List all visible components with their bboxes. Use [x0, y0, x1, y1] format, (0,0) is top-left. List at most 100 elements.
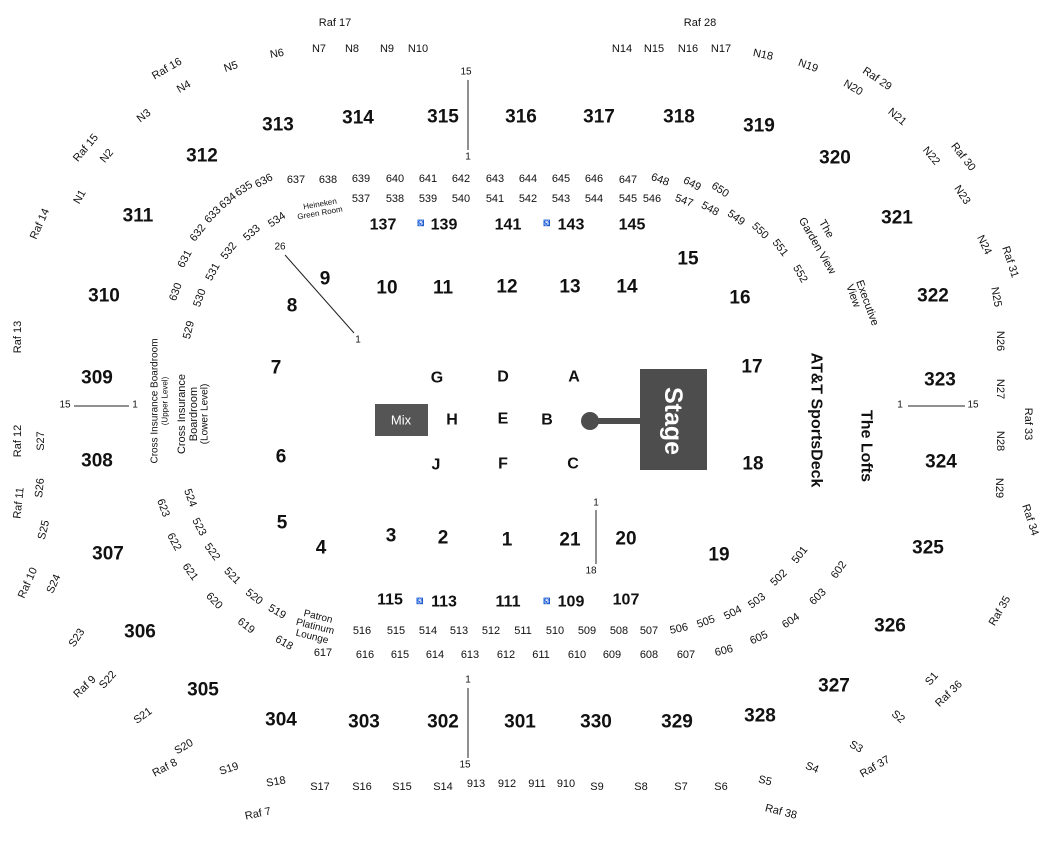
- section-637[interactable]: 637: [287, 174, 305, 186]
- section-107[interactable]: 107: [613, 592, 640, 609]
- floor-section-6[interactable]: 6: [276, 447, 287, 468]
- perimeter-s19[interactable]: S19: [218, 760, 240, 777]
- section-605[interactable]: 605: [748, 629, 770, 647]
- perimeter-raf-9[interactable]: Raf 9: [71, 674, 98, 701]
- section-513[interactable]: 513: [450, 625, 468, 637]
- section-323[interactable]: 323: [924, 370, 956, 391]
- section-546[interactable]: 546: [643, 193, 661, 205]
- section-636[interactable]: 636: [253, 171, 275, 190]
- perimeter-s25[interactable]: S25: [36, 519, 52, 541]
- section-610[interactable]: 610: [568, 649, 586, 661]
- section-548[interactable]: 548: [699, 199, 721, 218]
- section-508[interactable]: 508: [610, 625, 628, 637]
- section-328[interactable]: 328: [744, 706, 776, 727]
- section-507[interactable]: 507: [640, 625, 658, 637]
- section-514[interactable]: 514: [419, 625, 437, 637]
- section-516[interactable]: 516: [353, 625, 371, 637]
- perimeter-raf-36[interactable]: Raf 36: [933, 678, 965, 709]
- section-649[interactable]: 649: [681, 174, 703, 193]
- perimeter-s8[interactable]: S8: [634, 781, 647, 793]
- floor-section-16[interactable]: 16: [729, 288, 750, 309]
- floor-section-18[interactable]: 18: [742, 454, 763, 475]
- floor-section-9[interactable]: 9: [320, 269, 331, 290]
- section-304[interactable]: 304: [265, 710, 297, 731]
- section-530[interactable]: 530: [191, 287, 209, 308]
- section-510[interactable]: 510: [546, 625, 564, 637]
- section-504[interactable]: 504: [722, 603, 744, 622]
- floor-section-11[interactable]: 11: [433, 278, 454, 299]
- perimeter-n4[interactable]: N4: [175, 78, 193, 95]
- section-505[interactable]: 505: [695, 613, 716, 631]
- section-115[interactable]: 115: [377, 592, 403, 609]
- perimeter-s22[interactable]: S22: [97, 669, 119, 692]
- perimeter-n20[interactable]: N20: [841, 78, 864, 98]
- perimeter-n27[interactable]: N27: [994, 379, 1006, 399]
- floor-section-13[interactable]: 13: [559, 277, 580, 298]
- perimeter-s7[interactable]: S7: [674, 781, 687, 793]
- perimeter-n2[interactable]: N2: [98, 147, 116, 165]
- section-533[interactable]: 533: [241, 222, 263, 243]
- section-523[interactable]: 523: [189, 516, 208, 538]
- floor-section-8[interactable]: 8: [287, 296, 298, 317]
- section-616[interactable]: 616: [356, 649, 374, 661]
- perimeter-raf-13[interactable]: Raf 13: [12, 321, 24, 353]
- section-307[interactable]: 307: [92, 544, 124, 565]
- perimeter-913[interactable]: 913: [467, 778, 485, 790]
- section-141[interactable]: 141: [495, 217, 522, 234]
- section-313[interactable]: 313: [262, 115, 294, 136]
- section-327[interactable]: 327: [818, 676, 850, 697]
- section-551[interactable]: 551: [770, 237, 791, 259]
- floor-section-17[interactable]: 17: [741, 357, 762, 378]
- perimeter-n19[interactable]: N19: [796, 57, 819, 75]
- section-538[interactable]: 538: [386, 193, 404, 205]
- section-519[interactable]: 519: [266, 602, 288, 622]
- the-lofts-label[interactable]: The Lofts: [858, 410, 875, 482]
- section-604[interactable]: 604: [780, 611, 802, 631]
- section-532[interactable]: 532: [219, 240, 240, 262]
- perimeter-raf-12[interactable]: Raf 12: [12, 425, 24, 457]
- perimeter-raf-29[interactable]: Raf 29: [860, 65, 894, 93]
- floor-row-h[interactable]: H: [446, 412, 458, 429]
- section-540[interactable]: 540: [452, 193, 470, 205]
- section-330[interactable]: 330: [580, 712, 612, 733]
- floor-section-19[interactable]: 19: [708, 545, 729, 566]
- section-503[interactable]: 503: [746, 591, 768, 611]
- section-644[interactable]: 644: [519, 173, 537, 185]
- section-522[interactable]: 522: [202, 541, 222, 563]
- floor-section-5[interactable]: 5: [277, 513, 288, 534]
- perimeter-raf-14[interactable]: Raf 14: [28, 207, 52, 241]
- perimeter-s3[interactable]: S3: [847, 738, 865, 755]
- floor-row-e[interactable]: E: [498, 411, 509, 428]
- section-550[interactable]: 550: [749, 220, 771, 241]
- perimeter-s17[interactable]: S17: [310, 781, 330, 793]
- section-326[interactable]: 326: [874, 616, 906, 637]
- section-545[interactable]: 545: [619, 193, 637, 205]
- section-317[interactable]: 317: [583, 107, 615, 128]
- perimeter-n6[interactable]: N6: [269, 47, 285, 61]
- section-614[interactable]: 614: [426, 649, 444, 661]
- perimeter-n21[interactable]: N21: [885, 106, 908, 128]
- perimeter-910[interactable]: 910: [557, 778, 575, 790]
- sportsdeck-label[interactable]: AT&T SportsDeck: [808, 353, 825, 488]
- perimeter-n10[interactable]: N10: [408, 43, 428, 55]
- perimeter-911[interactable]: 911: [528, 778, 546, 790]
- floor-section-10[interactable]: 10: [376, 278, 397, 299]
- perimeter-raf-16[interactable]: Raf 16: [150, 56, 184, 83]
- perimeter-s14[interactable]: S14: [433, 781, 453, 793]
- section-640[interactable]: 640: [386, 173, 404, 185]
- perimeter-raf-38[interactable]: Raf 38: [764, 802, 798, 821]
- perimeter-n15[interactable]: N15: [644, 43, 664, 55]
- perimeter-s4[interactable]: S4: [804, 760, 821, 776]
- section-316[interactable]: 316: [505, 107, 537, 128]
- perimeter-n17[interactable]: N17: [711, 43, 731, 55]
- section-111[interactable]: 111: [496, 594, 521, 611]
- perimeter-raf-10[interactable]: Raf 10: [16, 566, 40, 600]
- perimeter-s24[interactable]: S24: [45, 573, 64, 596]
- section-549[interactable]: 549: [725, 208, 747, 228]
- section-537[interactable]: 537: [352, 193, 370, 205]
- floor-section-12[interactable]: 12: [496, 277, 517, 298]
- floor-row-g[interactable]: G: [431, 370, 443, 387]
- section-641[interactable]: 641: [419, 173, 437, 185]
- section-615[interactable]: 615: [391, 649, 409, 661]
- section-319[interactable]: 319: [743, 116, 775, 137]
